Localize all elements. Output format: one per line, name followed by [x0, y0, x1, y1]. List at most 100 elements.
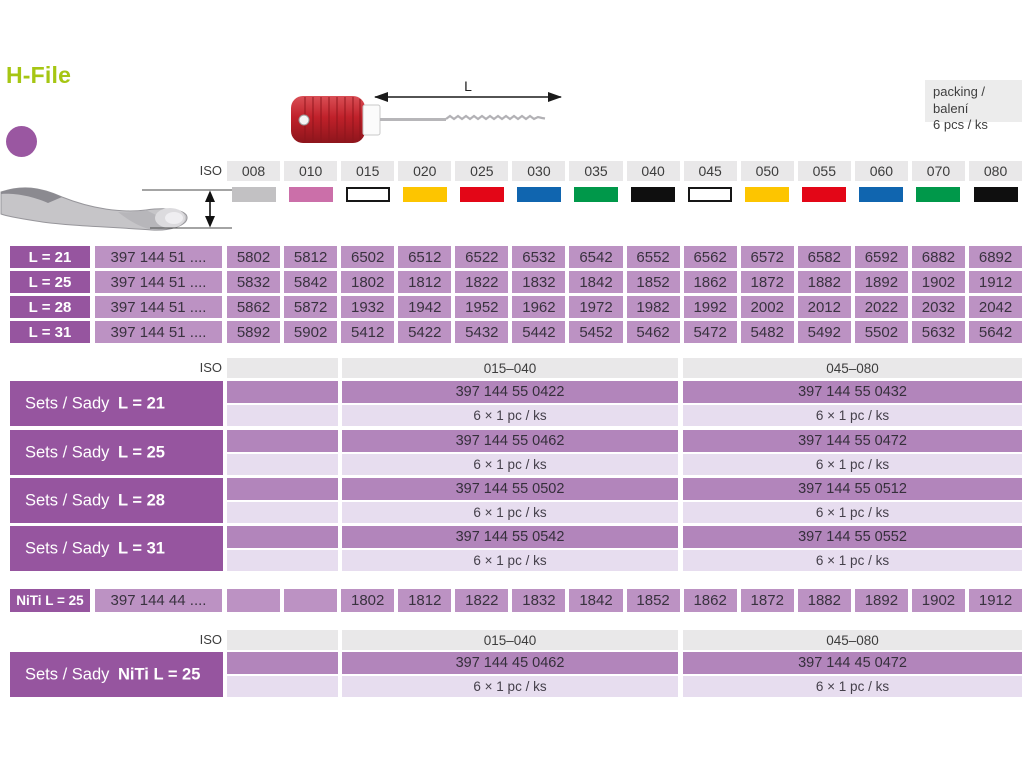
iso-swatch-cell	[627, 185, 680, 205]
file-handle	[291, 96, 365, 143]
order-number-cell: 5892	[227, 321, 281, 343]
order-number-cell: 5902	[284, 321, 338, 343]
sets-spacer-bottom	[227, 550, 338, 571]
order-number-cell: 2032	[911, 296, 966, 318]
order-number-cell: 5502	[854, 321, 908, 343]
catalog-number: 397 144 51 ....	[95, 296, 222, 318]
sets-order-number: 397 144 55 0542	[342, 526, 678, 548]
length-label: L = 21	[10, 246, 90, 268]
iso-label: ISO	[199, 360, 222, 375]
iso-swatch-cell	[284, 185, 337, 205]
order-number-cell: 5812	[284, 246, 338, 268]
file-spiral	[445, 114, 546, 121]
catalog-number: 397 144 44 ....	[95, 589, 222, 612]
length-label: NiTi L = 25	[10, 589, 90, 612]
iso-label: ISO	[199, 632, 222, 647]
catalog-number: 397 144 51 ....	[95, 246, 222, 268]
order-number-cell: 6562	[683, 246, 737, 268]
iso-color-swatch-070	[916, 187, 961, 202]
order-number-cell: 1902	[911, 271, 966, 293]
iso-swatch-cell	[569, 185, 622, 205]
set-label-text: Sets / Sady	[25, 394, 110, 412]
sets-label: Sets / Sady L = 25	[10, 430, 223, 475]
iso-swatch-cell	[798, 185, 851, 205]
order-number-cell: 2042	[969, 296, 1023, 318]
order-number-cell: 1862	[683, 271, 737, 293]
file-collar	[362, 104, 381, 136]
length-label: L = 25	[10, 271, 90, 293]
sets-order-number: 397 144 55 0472	[683, 430, 1022, 452]
iso-size-cell: 015	[341, 161, 395, 181]
iso-color-swatch-045	[688, 187, 733, 202]
order-number-cell: 6522	[455, 246, 509, 268]
iso-swatch-cell	[855, 185, 908, 205]
iso-swatch-cell	[512, 185, 565, 205]
packing-quantity: 6 pcs / ks	[933, 117, 988, 132]
sets-packing: 6 × 1 pc / ks	[683, 405, 1022, 426]
sets-packing: 6 × 1 pc / ks	[342, 502, 678, 523]
iso-swatch-cell	[684, 185, 737, 205]
niti-sets-order-number: 397 144 45 0462	[342, 652, 678, 674]
order-number-cell: 5422	[398, 321, 452, 343]
order-number-cell: 5462	[626, 321, 680, 343]
diameter-arrowhead-bottom	[205, 216, 215, 228]
set-length-text: NiTi L = 25	[118, 665, 201, 683]
order-number-cell: 1832	[512, 271, 566, 293]
order-number-cell: 5442	[512, 321, 566, 343]
order-number-cell: 1972	[569, 296, 623, 318]
iso-size-cell: 010	[284, 161, 338, 181]
order-number-cell: 1812	[398, 589, 452, 612]
iso-color-swatch-040	[631, 187, 676, 202]
set-length-text: L = 25	[118, 443, 165, 461]
order-number-cell: 5632	[911, 321, 966, 343]
iso-label: ISO	[199, 163, 222, 178]
iso-size-cell: 080	[969, 161, 1023, 181]
set-length-text: L = 31	[118, 539, 165, 557]
order-number-cell: 5832	[227, 271, 281, 293]
niti-sets-order-number: 397 144 45 0472	[683, 652, 1022, 674]
order-number-cell: 6532	[512, 246, 566, 268]
order-number-cell: 1892	[854, 271, 908, 293]
order-number-cell: 5412	[341, 321, 395, 343]
sets-order-number: 397 144 55 0502	[342, 478, 678, 500]
iso-color-swatch-080	[973, 187, 1018, 202]
order-number-cell: 2012	[797, 296, 851, 318]
catalog-number: 397 144 51 ....	[95, 271, 222, 293]
iso-swatch-row	[10, 185, 1022, 205]
order-number-cell: 1942	[398, 296, 452, 318]
diameter-arrowhead-top	[205, 190, 215, 202]
order-number-cell: 1802	[341, 271, 395, 293]
order-number-cell: 6592	[854, 246, 908, 268]
length-label: L = 28	[10, 296, 90, 318]
iso-size-cell: 035	[569, 161, 623, 181]
sets-spacer-top	[227, 478, 338, 500]
order-number-cell: 6502	[341, 246, 395, 268]
order-number-cell	[284, 589, 338, 612]
order-number-cell: 5862	[227, 296, 281, 318]
order-number-cell: 1822	[455, 271, 509, 293]
iso-color-swatch-010	[288, 187, 333, 202]
order-number-cell: 1842	[569, 271, 623, 293]
set-label-text: Sets / Sady	[25, 443, 110, 461]
order-number-cell: 5452	[569, 321, 623, 343]
iso-color-swatch-020	[402, 187, 447, 202]
sets-header-spacer	[227, 358, 338, 378]
iso-color-swatch-035	[574, 187, 618, 202]
sets-header-range: 015–040	[342, 358, 678, 378]
sets-spacer-bottom	[227, 502, 338, 523]
iso-color-swatch-030	[516, 187, 561, 202]
